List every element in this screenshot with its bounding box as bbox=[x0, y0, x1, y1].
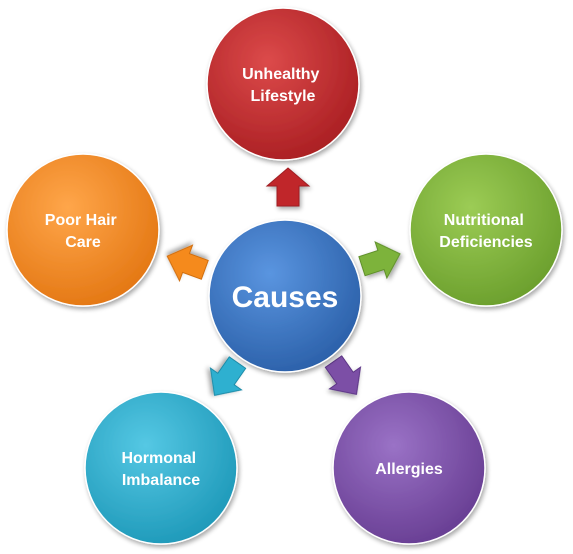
node-label-line: Allergies bbox=[375, 461, 443, 478]
node-label-line: Care bbox=[65, 234, 101, 251]
center-label: Causes bbox=[232, 281, 339, 314]
node-nutritional-deficiencies: Nutritional Deficiencies bbox=[409, 153, 563, 307]
node-label-line: Imbalance bbox=[122, 472, 200, 489]
svg-text:Poor Hair Care: Poor Hair Care bbox=[45, 212, 121, 251]
svg-text:Nutritional Deficiencies: Nutritional Deficiencies bbox=[439, 212, 532, 251]
node-hormonal-imbalance: Hormonal Imbalance bbox=[84, 391, 238, 545]
svg-text:Allergies: Allergies bbox=[375, 461, 443, 478]
arrow-to-allergies bbox=[324, 355, 362, 395]
node-label-line: Poor Hair bbox=[45, 212, 117, 229]
node-label-line: Unhealthy bbox=[242, 66, 319, 83]
center-node: Causes bbox=[208, 219, 362, 373]
node-label-line: Nutritional bbox=[444, 212, 524, 229]
node-unhealthy-lifestyle: Unhealthy Lifestyle bbox=[206, 7, 360, 161]
arrow-to-nutritional-deficiencies bbox=[358, 240, 401, 280]
node-label-line: Lifestyle bbox=[251, 88, 316, 105]
svg-text:Hormonal Imbalance: Hormonal Imbalance bbox=[121, 450, 200, 489]
arrow-to-hormonal-imbalance bbox=[209, 356, 247, 396]
arrow-to-poor-hair-care bbox=[166, 244, 209, 283]
svg-text:Unhealthy Lifestyle: Unhealthy Lifestyle bbox=[242, 66, 324, 105]
node-allergies: Allergies bbox=[332, 391, 486, 545]
node-label-line: Deficiencies bbox=[439, 234, 532, 251]
arrow-to-unhealthy-lifestyle bbox=[265, 167, 311, 207]
node-label-line: Hormonal bbox=[121, 450, 196, 467]
node-poor-hair-care: Poor Hair Care bbox=[6, 153, 160, 307]
